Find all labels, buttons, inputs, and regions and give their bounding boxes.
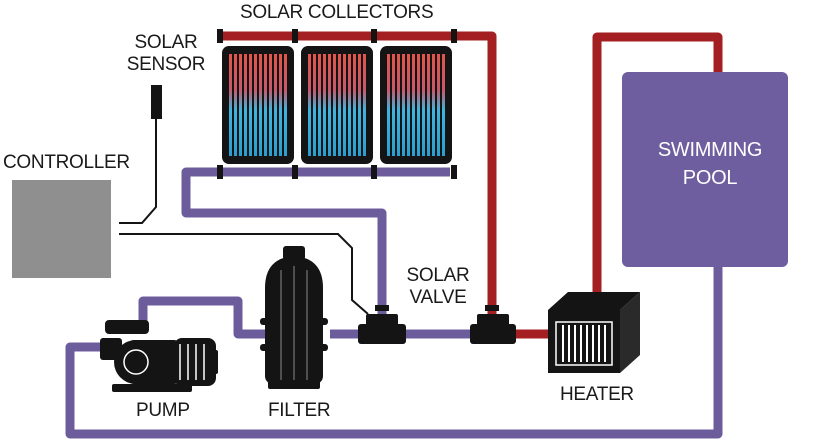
swimming-pool-label: SWIMMING POOL [642,136,778,192]
heater-valve-icon [470,314,516,344]
solar-collectors-label: SOLAR COLLECTORS [240,2,434,23]
solar-collectors-group [222,46,452,164]
solar-collector-icon [380,46,452,164]
pump-icon [100,320,218,392]
swimming-pool-icon [622,72,788,267]
solar-valve-icon [358,314,406,344]
controller-box-icon [12,180,111,278]
filter-label: FILTER [268,400,331,421]
heater-icon [548,292,640,373]
solar-sensor-label: SOLAR SENSOR [126,32,206,76]
pump-label: PUMP [136,400,190,421]
solar-sensor-icon [151,85,162,119]
solar-sensor-label-line2: SENSOR [126,54,206,75]
solar-collector-icon [301,46,373,164]
controller-label: CONTROLLER [3,152,130,173]
solar-valve-label-line2: VALVE [409,287,467,308]
solar-valve-label: SOLAR VALVE [401,265,475,309]
heater-label: HEATER [560,384,634,405]
pipe-couplings [217,29,499,311]
solar-valve-label-line1: SOLAR [406,265,470,286]
solar-collector-icon [222,46,294,164]
swimming-pool-label-line1: SWIMMING [657,139,763,161]
control-wires [119,119,369,315]
solar-sensor-label-line1: SOLAR [134,32,198,53]
swimming-pool-label-line2: POOL [682,167,738,189]
